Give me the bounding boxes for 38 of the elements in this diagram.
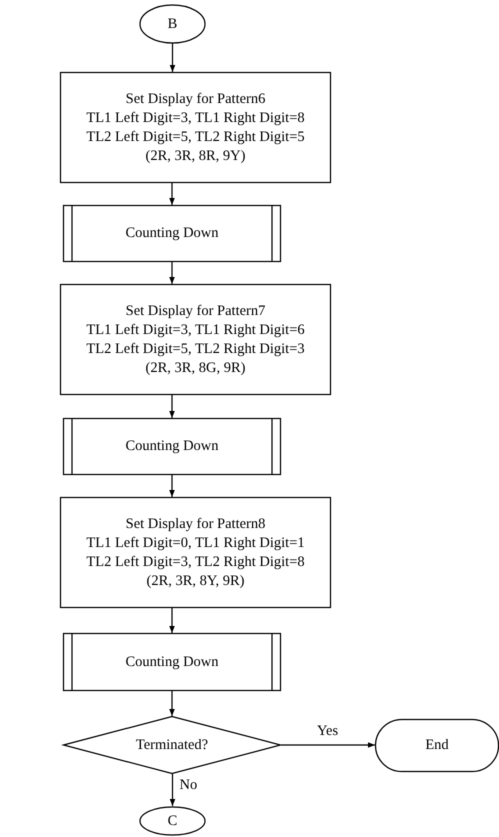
arrow — [169, 395, 175, 418]
node-title: Counting Down — [125, 652, 219, 672]
node-title: B — [168, 14, 178, 34]
arrow — [169, 475, 175, 497]
process-box — [60, 284, 331, 395]
node-title: Terminated? — [136, 736, 208, 754]
node-text: TL1 Left Digit=3, TL1 Right Digit=8 — [86, 108, 305, 128]
node-text: TL2 Left Digit=5, TL2 Right Digit=3 — [86, 340, 305, 358]
arrow — [281, 742, 375, 748]
subroutine-box — [63, 418, 281, 475]
process-box — [60, 72, 331, 183]
node-text: (2R, 3R, 8G, 9R) — [146, 358, 246, 378]
arrow — [169, 691, 175, 716]
node-title: Set Display for Pattern8 — [126, 514, 266, 534]
node-text: TL1 Left Digit=0, TL1 Right Digit=1 — [86, 534, 305, 552]
node-title: Counting Down — [125, 224, 219, 243]
node-title: Counting Down — [125, 437, 219, 456]
terminal-box — [375, 719, 499, 772]
node-text: TL2 Left Digit=3, TL2 Right Digit=8 — [86, 552, 305, 572]
arrow — [169, 262, 175, 284]
node-text: TL1 Left Digit=3, TL1 Right Digit=6 — [86, 320, 305, 340]
arrow — [169, 608, 175, 633]
node-text: (2R, 3R, 8Y, 9R) — [146, 572, 245, 590]
subroutine-box — [63, 633, 281, 691]
node-title: Set Display for Pattern6 — [126, 90, 266, 108]
arrow — [169, 183, 175, 205]
node-title: C — [168, 812, 178, 830]
subroutine-box — [63, 205, 281, 262]
node-title: End — [425, 736, 449, 755]
node-text: (2R, 3R, 8R, 9Y) — [146, 146, 246, 166]
node-text: TL2 Left Digit=5, TL2 Right Digit=5 — [86, 128, 305, 146]
arrow — [170, 774, 176, 806]
connector-circle — [139, 806, 206, 836]
decision-diamond — [63, 716, 281, 774]
connector-circle — [139, 4, 206, 44]
node-title: Set Display for Pattern7 — [126, 302, 266, 320]
process-box — [60, 497, 331, 608]
arrow — [170, 44, 176, 72]
